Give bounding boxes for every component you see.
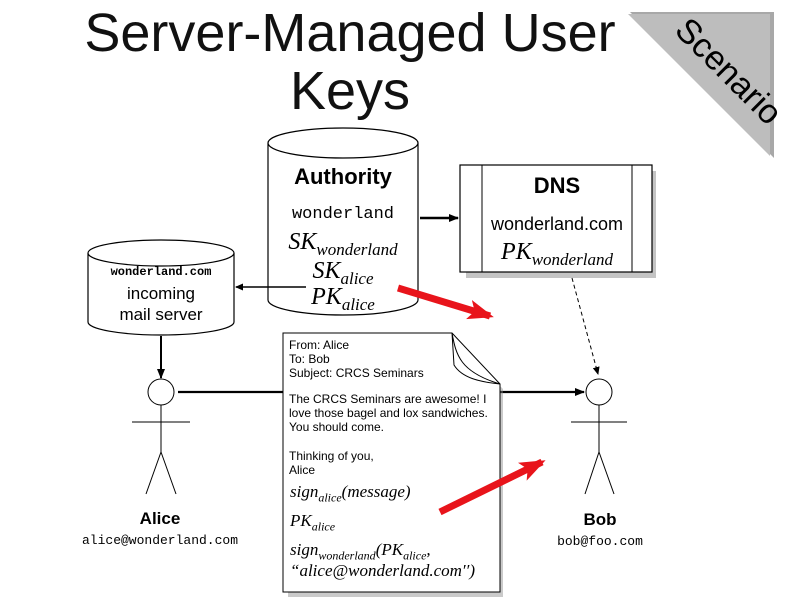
message-body-line2: love those bagel and lox sandwiches. xyxy=(289,406,488,420)
message-document xyxy=(282,332,503,597)
pk-alice-sub: alice xyxy=(341,294,375,314)
dns-pk-sub: wonderland xyxy=(531,249,613,269)
pk-alice-base: PK xyxy=(311,284,342,310)
alice-figure xyxy=(132,378,190,495)
sig-arg: (message) xyxy=(341,482,411,501)
dns-pk-base: PK xyxy=(501,239,532,265)
message-signature-alice: signalice(message) xyxy=(290,482,411,505)
mail-server-cylinder xyxy=(87,239,235,336)
authority-domain: wonderland xyxy=(291,205,395,224)
message-from: From: Alice xyxy=(289,338,350,352)
authority-pk-alice: PKalice xyxy=(268,284,418,318)
message-signoff: Thinking of you, Alice xyxy=(289,449,374,477)
message-pk-alice: PKalice xyxy=(290,511,335,534)
sk-alice-sub: alice xyxy=(340,268,374,288)
bob-email: bob@foo.com xyxy=(557,534,643,549)
sigd-pk-sub: alice xyxy=(403,548,427,563)
msg-pk-base: PK xyxy=(290,511,312,530)
dns-pk: PKwonderland xyxy=(482,238,632,274)
sig-fn: sign xyxy=(290,482,319,501)
mail-server-line2: mail server xyxy=(119,305,203,324)
slide-title: Server-Managed User Keys xyxy=(0,4,700,120)
dns-box xyxy=(459,164,656,278)
sk-domain-base: SK xyxy=(288,229,317,255)
sigd-comma: , xyxy=(426,540,431,559)
message-signoff-line2: Alice xyxy=(289,463,316,477)
message-body: The CRCS Seminars are awesome! I love th… xyxy=(289,392,488,434)
message-header: From: Alice To: Bob Subject: CRCS Semina… xyxy=(289,338,424,380)
sk-domain-sub: wonderland xyxy=(316,239,398,259)
red-arrow-signature xyxy=(438,458,546,516)
message-signoff-line1: Thinking of you, xyxy=(289,449,374,463)
slide-title-line1: Server-Managed User xyxy=(84,3,616,63)
bob-name: Bob xyxy=(583,510,617,529)
authority-cylinder xyxy=(267,127,419,316)
mail-server-line1: incoming xyxy=(126,284,196,303)
alice-name: Alice xyxy=(139,509,181,528)
message-body-line1: The CRCS Seminars are awesome! I xyxy=(289,392,487,406)
red-arrow-pk-alice xyxy=(396,284,494,320)
message-to: To: Bob xyxy=(289,352,330,366)
message-subject: Subject: CRCS Seminars xyxy=(289,366,424,380)
mail-server-domain: wonderland.com xyxy=(110,265,212,279)
message-signature-domain: signwonderland(PKalice, xyxy=(290,540,431,563)
authority-sk-alice: SKalice xyxy=(268,258,418,292)
authority-heading: Authority xyxy=(294,164,392,189)
message-signature-domain-arg: “alice@wonderland.com′′) xyxy=(290,561,476,580)
sigd-open: ( xyxy=(375,540,382,559)
dns-domain: wonderland.com xyxy=(490,214,624,234)
dns-to-bob-arrow xyxy=(571,277,600,375)
authority-sk-domain: SKwonderland xyxy=(264,228,422,264)
slide-title-line2: Keys xyxy=(289,61,411,121)
bob-figure xyxy=(571,378,627,495)
msg-pk-sub: alice xyxy=(311,519,336,534)
sigd-fn: sign xyxy=(290,540,319,559)
alice-email: alice@wonderland.com xyxy=(81,533,239,548)
sigd-sub: wonderland xyxy=(318,548,376,563)
dns-heading: DNS xyxy=(533,173,581,198)
sigd-pk: PK xyxy=(381,540,404,559)
sig-sub: alice xyxy=(318,490,342,505)
corner-banner-front xyxy=(628,14,770,156)
sk-alice-base: SK xyxy=(312,258,341,284)
message-body-line3: You should come. xyxy=(289,420,384,434)
